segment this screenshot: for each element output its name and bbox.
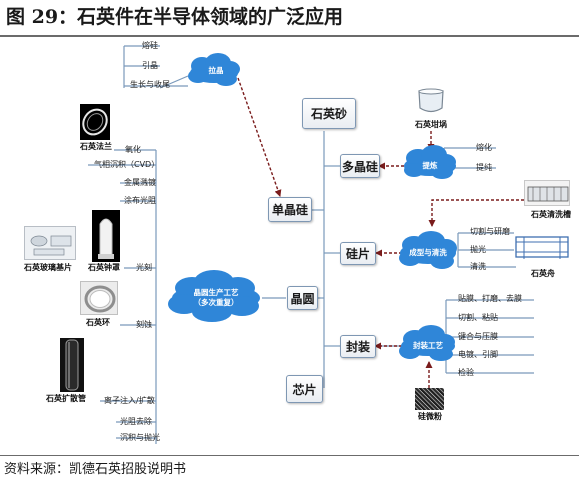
quartz-diffusion-tube-image (60, 338, 84, 392)
packaging-item-3: 键合与压膜 (458, 332, 498, 341)
forming-item-3: 清洗 (470, 262, 486, 271)
wafer-step-deposition-polish: 沉积与抛光 (120, 433, 160, 442)
quartz-crucible-image (415, 88, 447, 116)
cloud-pulling (188, 53, 240, 86)
cloud-wafer-label-line1: 晶圆生产工艺 (193, 288, 239, 297)
cloud-refining-label: 提炼 (422, 161, 438, 170)
wafer-step-metal-sputter: 金属溅镀 (124, 178, 156, 187)
silica-powder-image (415, 388, 444, 410)
wafer-step-etching: 刻蚀 (136, 320, 152, 329)
node-mono-silicon: 单晶硅 (268, 197, 312, 222)
diffusion-tube-caption: 石英扩散管 (46, 394, 86, 403)
node-silicon-wafer: 硅片 (340, 242, 376, 265)
node-polysilicon: 多晶硅 (340, 154, 380, 178)
pulling-item-1: 熔硅 (142, 41, 158, 50)
cloud-packaging (399, 325, 455, 361)
cloud-packaging-label: 封装工艺 (413, 341, 443, 350)
pulling-item-3: 生长与收尾 (130, 80, 170, 89)
wafer-step-cvd: 气相沉积（CVD） (94, 160, 160, 169)
packaging-item-4: 电镀、引脚 (458, 350, 498, 359)
node-quartz-sand: 石英砂 (302, 98, 356, 129)
packaging-item-2: 切割、粘贴 (458, 313, 498, 322)
crucible-caption: 石英坩埚 (415, 120, 447, 129)
ring-caption: 石英环 (86, 318, 110, 327)
refining-item-2: 提纯 (476, 163, 492, 172)
quartz-substrate-image (24, 226, 76, 260)
cleaning-tank-caption: 石英清洗槽 (531, 210, 571, 219)
cloud-pulling-label: 拉晶 (208, 66, 224, 75)
node-packaging: 封装 (340, 335, 376, 358)
forming-item-2: 抛光 (470, 245, 486, 254)
quartz-boat-caption: 石英舟 (531, 269, 555, 278)
quartz-ring-image (80, 281, 118, 315)
silica-powder-caption: 硅微粉 (418, 412, 442, 421)
substrate-caption: 石英玻璃基片 (24, 263, 72, 272)
flange-caption: 石英法兰 (80, 142, 112, 151)
cloud-forming (399, 231, 457, 269)
packaging-item-1: 贴膜、打磨、去膜 (458, 294, 522, 303)
wafer-step-oxidation: 氧化 (125, 145, 141, 154)
cloud-wafer-process (168, 270, 260, 322)
wafer-step-lithography: 光刻 (136, 263, 152, 272)
cleaning-tank-image (524, 180, 570, 206)
wafer-step-resist-removal: 光阻去除 (120, 417, 152, 426)
figure-title: 图 29：石英件在半导体领域的广泛应用 (6, 6, 344, 28)
pulling-item-2: 引晶 (142, 61, 158, 70)
node-wafer: 晶圆 (287, 286, 318, 310)
node-chip: 芯片 (286, 375, 323, 403)
forming-item-1: 切割与研磨 (470, 227, 510, 236)
title-rule (0, 35, 579, 37)
cloud-forming-label: 成型与清洗 (409, 248, 447, 257)
quartz-bell-jar-image (92, 210, 120, 262)
source-rule (0, 455, 579, 456)
bell-jar-caption: 石英钟罩 (88, 263, 120, 272)
cloud-wafer-label-line2: （多次重复） (193, 298, 239, 307)
cloud-refining (404, 145, 456, 179)
refining-item-1: 熔化 (476, 143, 492, 152)
packaging-item-5: 检验 (458, 368, 474, 377)
quartz-boat-image (514, 225, 570, 265)
wafer-step-ion-implant: 离子注入/扩散 (104, 396, 155, 405)
quartz-flange-image (80, 104, 110, 140)
wafer-step-photoresist: 涂布光阻 (124, 196, 156, 205)
figure-source: 资料来源：凯德石英招股说明书 (4, 462, 187, 477)
